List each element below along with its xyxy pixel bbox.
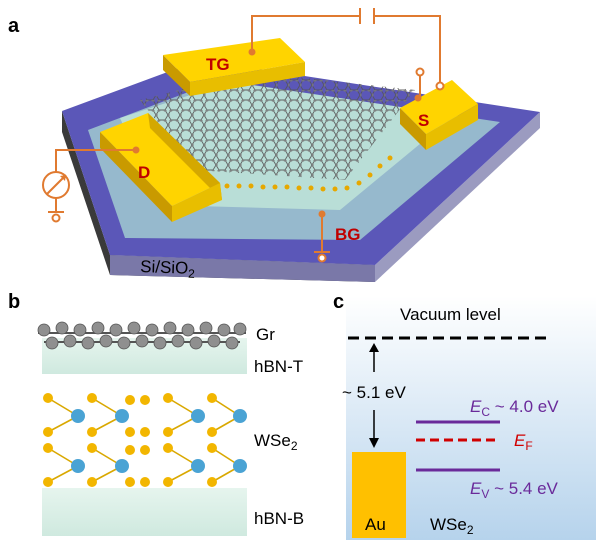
hbn-b-label: hBN-B [254, 509, 304, 528]
substrate-label: Si/SiO2 [140, 257, 196, 281]
device-schematic: TG S D BG Si/SiO2 [42, 8, 540, 282]
substrate-front [110, 255, 375, 282]
wse2-band-label: WSe2 [430, 515, 474, 537]
drain-electrode [100, 113, 222, 222]
contact-dots [132, 48, 422, 218]
wse2-atoms [212, 155, 393, 192]
panel-b-label: b [8, 291, 20, 313]
source-electrode [400, 80, 478, 150]
down-arrowhead [369, 438, 379, 448]
tg-label: TG [206, 55, 230, 74]
graphene-row [37, 321, 247, 350]
hbn-t-label: hBN-T [254, 357, 303, 376]
drain-label: D [138, 163, 150, 182]
substrate-right [375, 112, 540, 282]
au-label: Au [365, 515, 386, 534]
meter-icon [42, 171, 70, 199]
up-arrowhead [369, 343, 379, 352]
circuit-terminals [51, 67, 445, 263]
top-gate-electrode [163, 38, 305, 96]
wse2-crystal [43, 393, 247, 487]
work-function-label: ~ 5.1 eV [342, 383, 406, 402]
circuit-wires [48, 8, 441, 253]
stack-schematic: Gr hBN-T WSe2 hBN-B [37, 321, 304, 536]
hbn-b-slab [42, 488, 247, 536]
ec-label: EC ~ 4.0 eV [470, 397, 559, 419]
gr-label: Gr [256, 325, 275, 344]
graphene-layer [140, 72, 415, 180]
panel-c-label: c [333, 291, 344, 313]
ef-label: EF [514, 431, 533, 453]
panel-a-label: a [8, 15, 20, 37]
vacuum-level-label: Vacuum level [400, 305, 501, 324]
ev-label: EV ~ 5.4 eV [470, 479, 559, 501]
wse2-label: WSe2 [254, 431, 298, 453]
source-label: S [418, 111, 429, 130]
band-diagram: Vacuum level ~ 5.1 eV Au EC ~ 4.0 eV EF … [342, 296, 596, 540]
au-block [352, 452, 406, 538]
bg-label: BG [335, 225, 361, 244]
